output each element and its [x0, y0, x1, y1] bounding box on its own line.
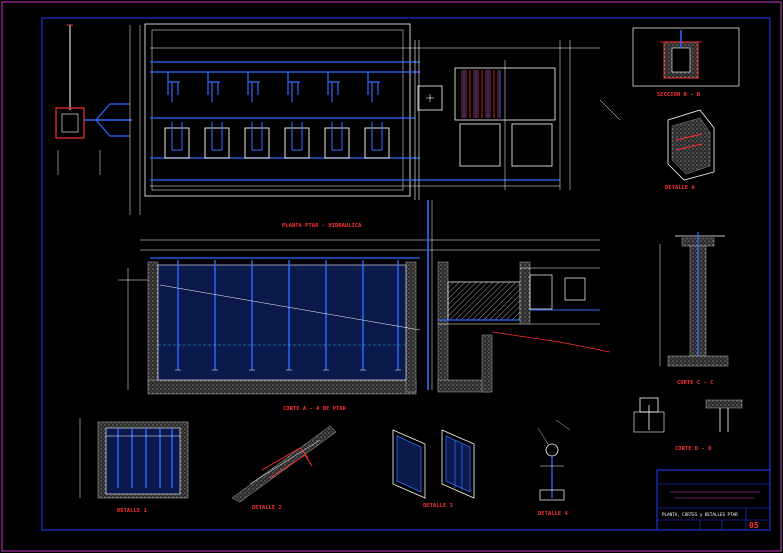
inlet-chamber: [55, 107, 85, 139]
section-aa-title: CORTE A - A DE PTAR: [283, 406, 347, 412]
sheet-inner-frame: [41, 17, 771, 531]
section-dd: CORTE D - D: [633, 397, 743, 452]
section-aa-filter-media: [447, 281, 521, 321]
drawing-title: PLANTA, CORTES y DETALLES PTAR: [662, 512, 738, 517]
section-bb: SECCION B - B: [632, 27, 740, 98]
detail-1-title: DETALLE 1: [117, 508, 147, 514]
detail-1: DETALLE 1: [79, 418, 189, 514]
section-cc-title: CORTE C - C: [677, 380, 713, 386]
section-cc: CORTE C - C: [659, 232, 729, 386]
section-aa-tank: [157, 264, 407, 381]
detail-1-tank: [105, 427, 181, 495]
detail-2: DETALLE 2: [231, 425, 337, 511]
title-block: PLANTA, CORTES y DETALLES PTAR 05: [656, 469, 771, 531]
plan-tank-outline: [144, 23, 411, 197]
detail-a: DETALLE A: [665, 109, 715, 191]
detail-3: DETALLE 3: [392, 429, 475, 509]
plan-title: PLANTA PTAR - HIDRAULICA: [282, 223, 362, 229]
section-aa: CORTE A - A DE PTAR: [118, 200, 611, 412]
plan-view: PLANTA PTAR - HIDRAULICA: [55, 23, 621, 229]
detail-4: DETALLE 4: [537, 419, 571, 517]
section-bb-title: SECCION B - B: [657, 92, 701, 98]
detail-a-title: DETALLE A: [665, 185, 695, 191]
detail-3-title: DETALLE 3: [423, 503, 453, 509]
detail-2-title: DETALLE 2: [252, 505, 282, 511]
sheet-number: 05: [749, 521, 759, 530]
detail-4-title: DETALLE 4: [538, 511, 568, 517]
section-dd-title: CORTE D - D: [675, 446, 712, 452]
